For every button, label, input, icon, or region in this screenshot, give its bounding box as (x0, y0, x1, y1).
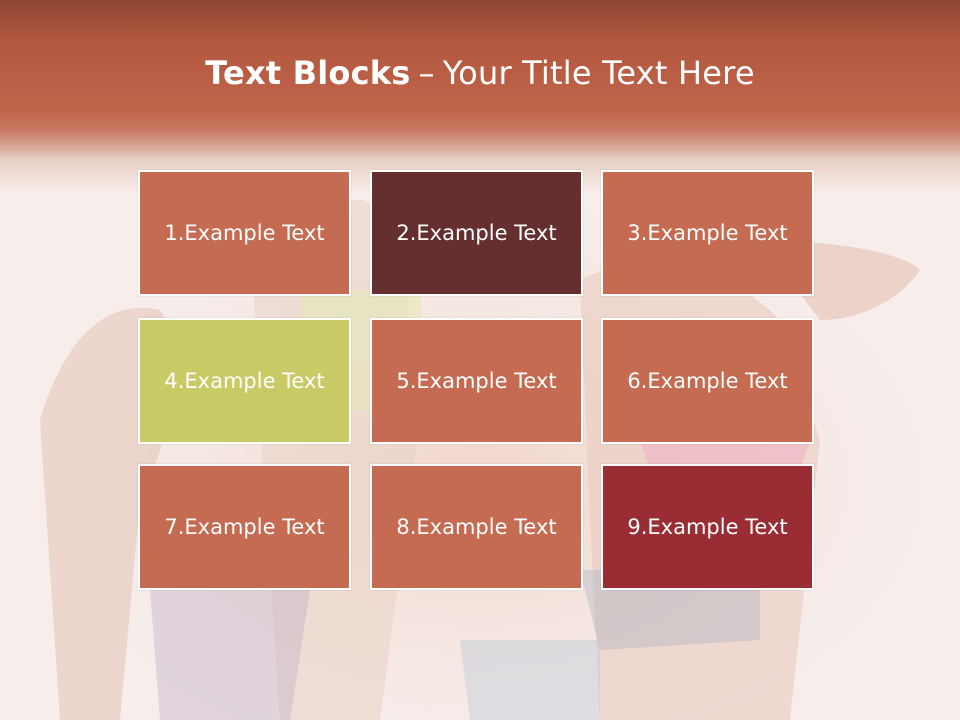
slide-title: Text Blocks–Your Title Text Here (0, 54, 960, 92)
text-block-label: 2.Example Text (396, 221, 557, 245)
text-block-5[interactable]: 5.Example Text (370, 318, 583, 444)
text-block-grid: 1.Example Text 2.Example Text 3.Example … (138, 170, 816, 592)
text-block-9[interactable]: 9.Example Text (601, 464, 814, 590)
text-block-2[interactable]: 2.Example Text (370, 170, 583, 296)
text-block-label: 3.Example Text (627, 221, 788, 245)
text-block-1[interactable]: 1.Example Text (138, 170, 351, 296)
text-block-6[interactable]: 6.Example Text (601, 318, 814, 444)
header-band (0, 0, 960, 200)
text-block-8[interactable]: 8.Example Text (370, 464, 583, 590)
text-block-3[interactable]: 3.Example Text (601, 170, 814, 296)
text-block-label: 4.Example Text (164, 369, 325, 393)
text-block-label: 5.Example Text (396, 369, 557, 393)
text-block-label: 1.Example Text (164, 221, 325, 245)
text-block-4[interactable]: 4.Example Text (138, 318, 351, 444)
text-block-label: 9.Example Text (627, 515, 788, 539)
text-block-label: 7.Example Text (164, 515, 325, 539)
text-block-label: 6.Example Text (627, 369, 788, 393)
title-bold: Text Blocks (205, 54, 411, 92)
title-separator: – (418, 54, 435, 92)
title-rest: Your Title Text Here (442, 54, 755, 92)
text-block-7[interactable]: 7.Example Text (138, 464, 351, 590)
text-block-label: 8.Example Text (396, 515, 557, 539)
